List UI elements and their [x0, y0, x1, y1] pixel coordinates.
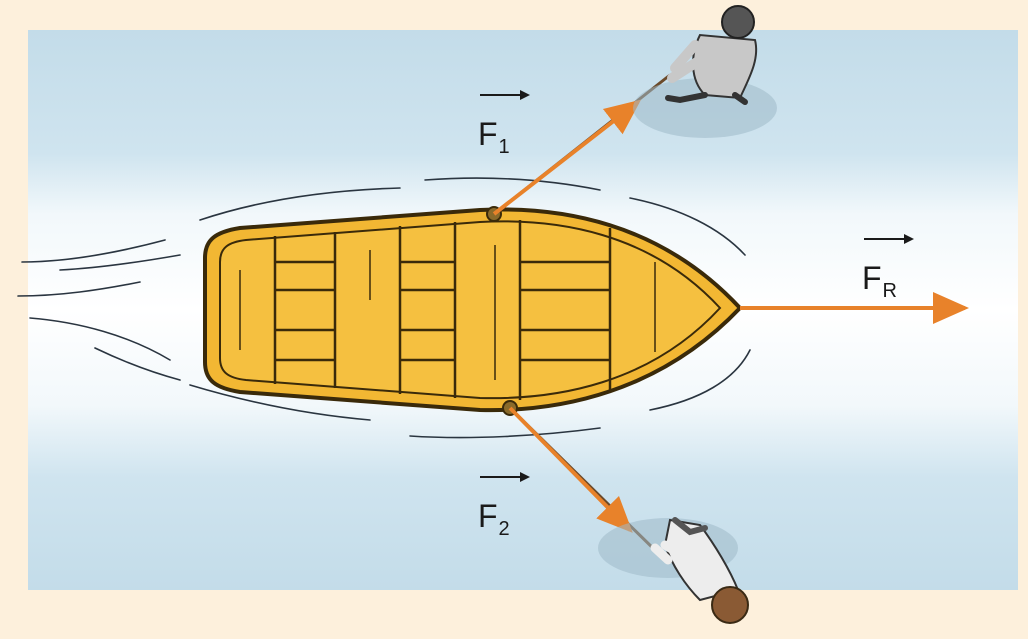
vector-arrow-icon: [478, 88, 532, 102]
vector-arrow-icon: [478, 470, 532, 484]
force-label-fr: FR: [862, 262, 897, 301]
vector-arrow-icon: [862, 232, 916, 246]
force-subscript: 1: [499, 136, 510, 158]
force-subscript: R: [883, 280, 897, 302]
force-symbol: F: [478, 116, 498, 152]
force-symbol: F: [862, 260, 882, 296]
force-symbol: F: [478, 498, 498, 534]
force-label-f2: F2: [478, 500, 510, 539]
force-subscript: 2: [499, 518, 510, 540]
force-label-f1: F1: [478, 118, 510, 157]
